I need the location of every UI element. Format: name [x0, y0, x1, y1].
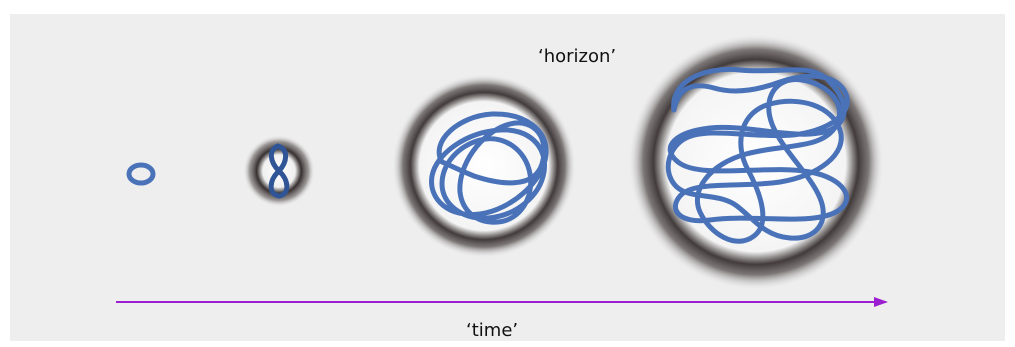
diagram-svg: [10, 14, 1005, 341]
stage-loop-only: [129, 165, 153, 183]
small-loop: [129, 165, 153, 183]
horizon-label: ‘horizon’: [538, 48, 616, 66]
stage-figure-eight: [243, 135, 315, 207]
horizon-medium: [392, 74, 576, 258]
stage-tangled-large: [628, 34, 884, 290]
time-label: ‘time’: [466, 322, 518, 340]
diagram-canvas: ‘horizon’ ‘time’: [10, 14, 1005, 341]
stage-tangled-medium: [392, 74, 576, 258]
